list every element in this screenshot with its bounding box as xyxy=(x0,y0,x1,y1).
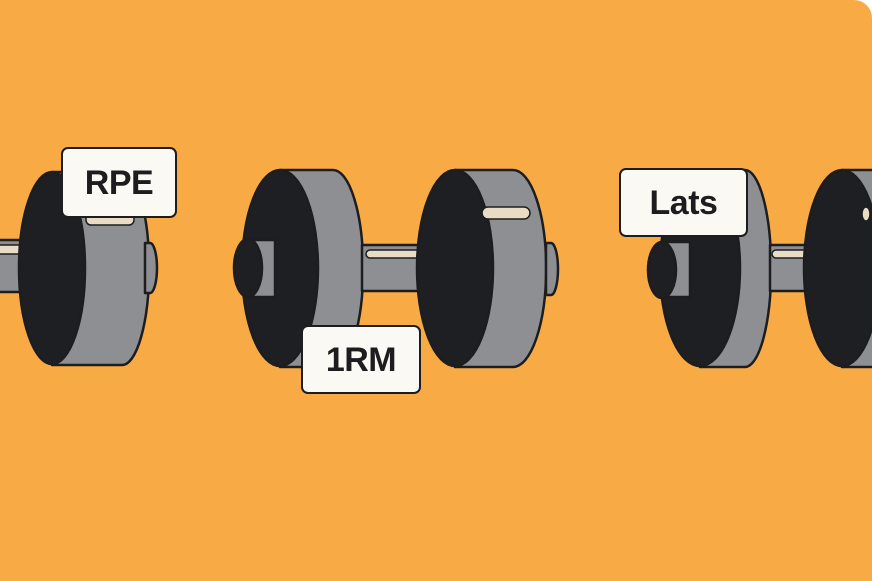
dumbbell-left-icon xyxy=(0,170,159,367)
dumbbell-center-icon xyxy=(232,168,560,369)
label-tag-rpe: RPE xyxy=(61,147,177,218)
dumbbell-right-icon xyxy=(646,168,872,369)
label-tag-1rm: 1RM xyxy=(301,325,421,394)
label-tag-lats: Lats xyxy=(619,168,748,237)
